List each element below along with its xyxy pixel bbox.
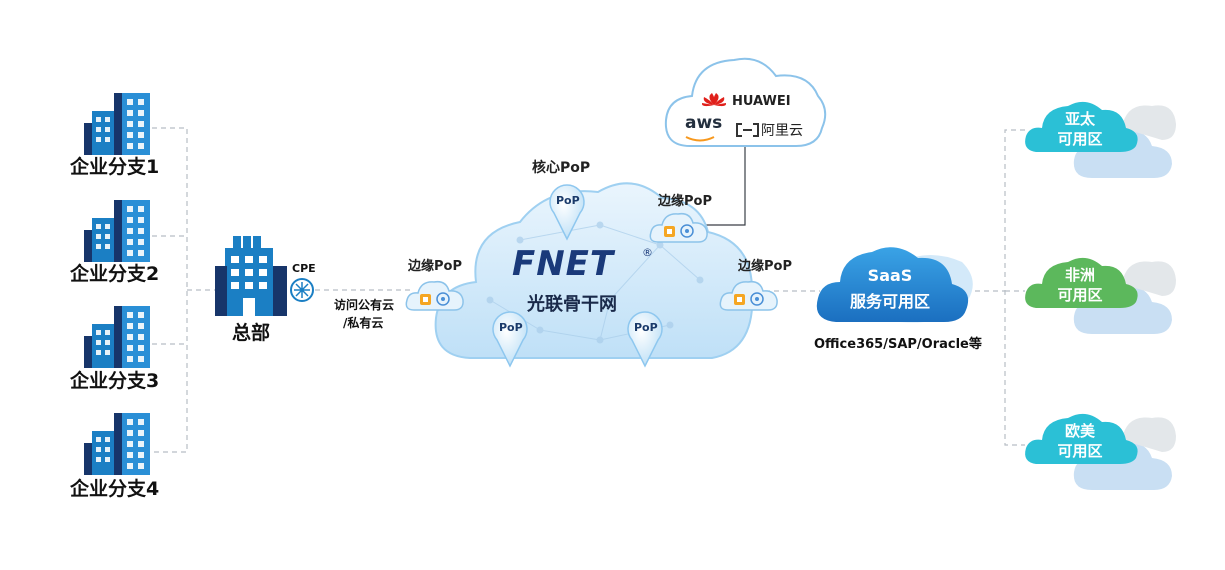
region-apac-line2: 可用区 <box>1057 130 1103 148</box>
saas-subtitle: 服务可用区 <box>849 292 930 311</box>
pop-pin-right-label: PoP <box>634 321 658 334</box>
pop-pin-left-label: PoP <box>499 321 523 334</box>
core-pop-pin-label: PoP <box>556 194 580 207</box>
region-apac-line1: 亚太 <box>1064 110 1095 128</box>
huawei-logo-icon <box>701 93 727 107</box>
region-cloud-africa <box>1025 257 1176 334</box>
edge-pop-label-right: 边缘PoP <box>738 259 792 274</box>
cpe-label: CPE <box>292 262 316 275</box>
cpe-device-icon <box>290 278 314 302</box>
region-africa-line2: 可用区 <box>1057 286 1103 304</box>
branch-label-3: 企业分支3 <box>70 370 160 392</box>
access-note-line1: 访问公有云 <box>334 298 395 312</box>
edge-pop-icon-left <box>405 280 464 311</box>
region-europe-america-line1: 欧美 <box>1064 422 1095 440</box>
branch-label-2: 企业分支2 <box>70 263 160 285</box>
aliyun-label: 阿里云 <box>761 123 803 139</box>
branch-4-building-icon <box>84 413 150 475</box>
backbone-logo: FNET <box>512 244 615 284</box>
edge-pop-label-left: 边缘PoP <box>408 259 462 274</box>
huawei-label: HUAWEI <box>732 94 791 109</box>
cloud-uplink-line <box>705 145 746 226</box>
connector-lines <box>152 127 1025 453</box>
core-pop-label: 核心PoP <box>532 160 591 176</box>
saas-title: SaaS <box>867 266 913 285</box>
branch-1-building-icon <box>84 93 150 155</box>
branch-3-building-icon <box>84 306 150 368</box>
backbone-name: 光联骨干网 <box>527 294 617 315</box>
branch-label-4: 企业分支4 <box>70 478 160 500</box>
saas-cloud <box>816 247 973 323</box>
edge-pop-label-top: 边缘PoP <box>658 194 712 209</box>
saas-apps: Office365/SAP/Oracle等 <box>814 337 982 352</box>
backbone-logo-registered: ® <box>642 246 653 259</box>
branch-2-building-icon <box>84 200 150 262</box>
aws-smile-icon <box>685 136 715 142</box>
hq-label: 总部 <box>232 322 271 344</box>
region-cloud-europe-america <box>1025 413 1176 490</box>
aws-label: aws <box>685 113 723 133</box>
access-note-line2: /私有云 <box>343 316 384 330</box>
public-cloud <box>664 57 827 147</box>
hq-building-icon <box>215 236 287 316</box>
region-cloud-apac <box>1025 101 1176 178</box>
region-africa-line1: 非洲 <box>1064 266 1095 284</box>
branch-label-1: 企业分支1 <box>70 156 160 178</box>
aliyun-logo-icon <box>736 123 759 137</box>
region-europe-america-line2: 可用区 <box>1057 442 1103 460</box>
